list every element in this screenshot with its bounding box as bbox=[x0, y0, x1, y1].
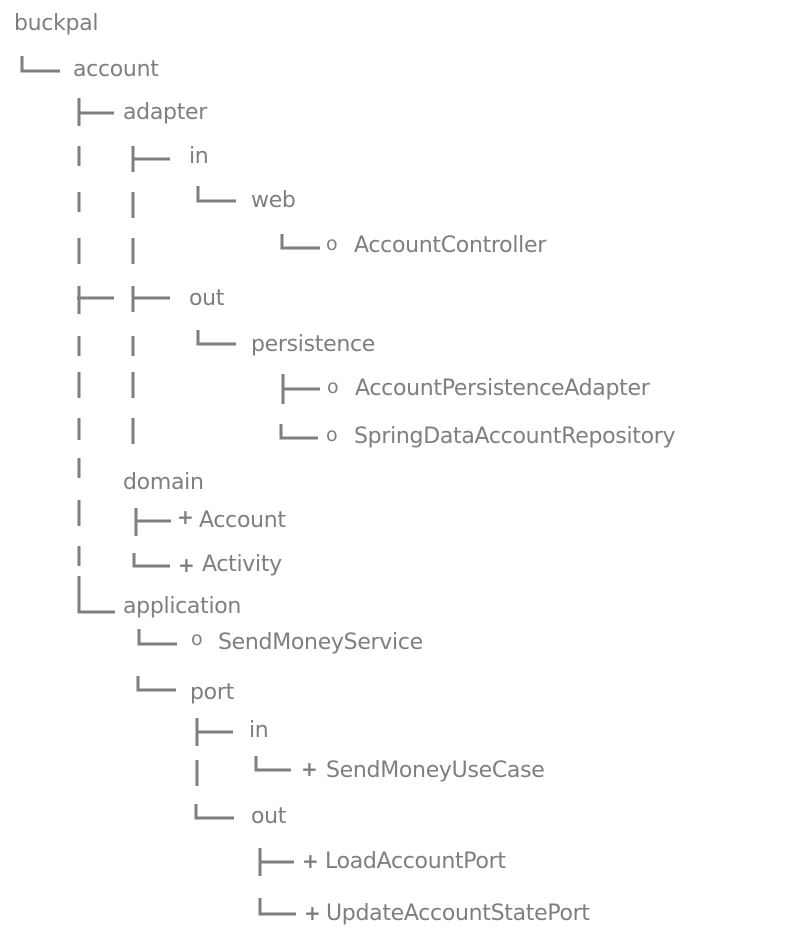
send-money-service-label: SendMoneyService bbox=[218, 630, 423, 655]
interface-marker-icon: + bbox=[178, 553, 195, 577]
interface-marker-icon: + bbox=[177, 505, 194, 529]
port-out-package-label: out bbox=[251, 804, 287, 829]
domain-package-label: domain bbox=[123, 470, 204, 495]
connector-activity-class bbox=[132, 553, 170, 568]
account-package-label: account bbox=[73, 57, 159, 82]
class-marker-icon: o bbox=[326, 233, 338, 255]
port-in-package-label: in bbox=[249, 718, 269, 743]
account-controller-label: AccountController bbox=[354, 233, 546, 258]
class-marker-icon: o bbox=[327, 376, 339, 398]
connector-update-account-state-port bbox=[258, 898, 296, 916]
account-class-label: Account bbox=[199, 508, 286, 533]
connector-port-out bbox=[194, 804, 234, 820]
connector-send-money-service bbox=[137, 629, 177, 646]
connector-persistence-adapter bbox=[281, 374, 320, 404]
port-package-label: port bbox=[190, 680, 234, 705]
connector-port bbox=[136, 676, 176, 692]
load-account-port-label: LoadAccountPort bbox=[325, 849, 506, 874]
adapter-out-package-label: out bbox=[189, 286, 225, 311]
activity-class-label: Activity bbox=[202, 552, 282, 577]
connector-port-in bbox=[195, 718, 233, 746]
connector-account bbox=[20, 56, 60, 73]
connector-spring-repo bbox=[279, 424, 318, 440]
web-package-label: web bbox=[251, 188, 296, 213]
connector-send-money-use-case bbox=[254, 756, 291, 772]
send-money-use-case-label: SendMoneyUseCase bbox=[326, 758, 545, 783]
connector-out bbox=[131, 289, 170, 306]
interface-marker-icon: + bbox=[301, 757, 318, 781]
interface-marker-icon: + bbox=[302, 849, 319, 873]
adapter-in-package-label: in bbox=[189, 144, 209, 169]
interface-marker-icon: + bbox=[304, 901, 321, 925]
connector-web bbox=[196, 186, 236, 203]
application-package-label: application bbox=[123, 594, 242, 619]
root-package-label: buckpal bbox=[14, 11, 99, 36]
connector-application bbox=[77, 596, 115, 614]
update-account-state-port-label: UpdateAccountStatePort bbox=[326, 901, 590, 926]
connector-persistence bbox=[196, 330, 236, 346]
spring-data-account-repository-label: SpringDataAccountRepository bbox=[354, 424, 676, 449]
persistence-package-label: persistence bbox=[251, 332, 376, 357]
connector-account-controller bbox=[280, 234, 320, 250]
class-marker-icon: o bbox=[191, 628, 203, 650]
connector-account-class bbox=[134, 508, 171, 536]
account-persistence-adapter-label: AccountPersistenceAdapter bbox=[355, 376, 650, 401]
connector-in bbox=[131, 146, 170, 172]
class-marker-icon: o bbox=[326, 424, 338, 446]
connector-load-account-port bbox=[258, 848, 294, 876]
adapter-package-label: adapter bbox=[123, 100, 207, 125]
